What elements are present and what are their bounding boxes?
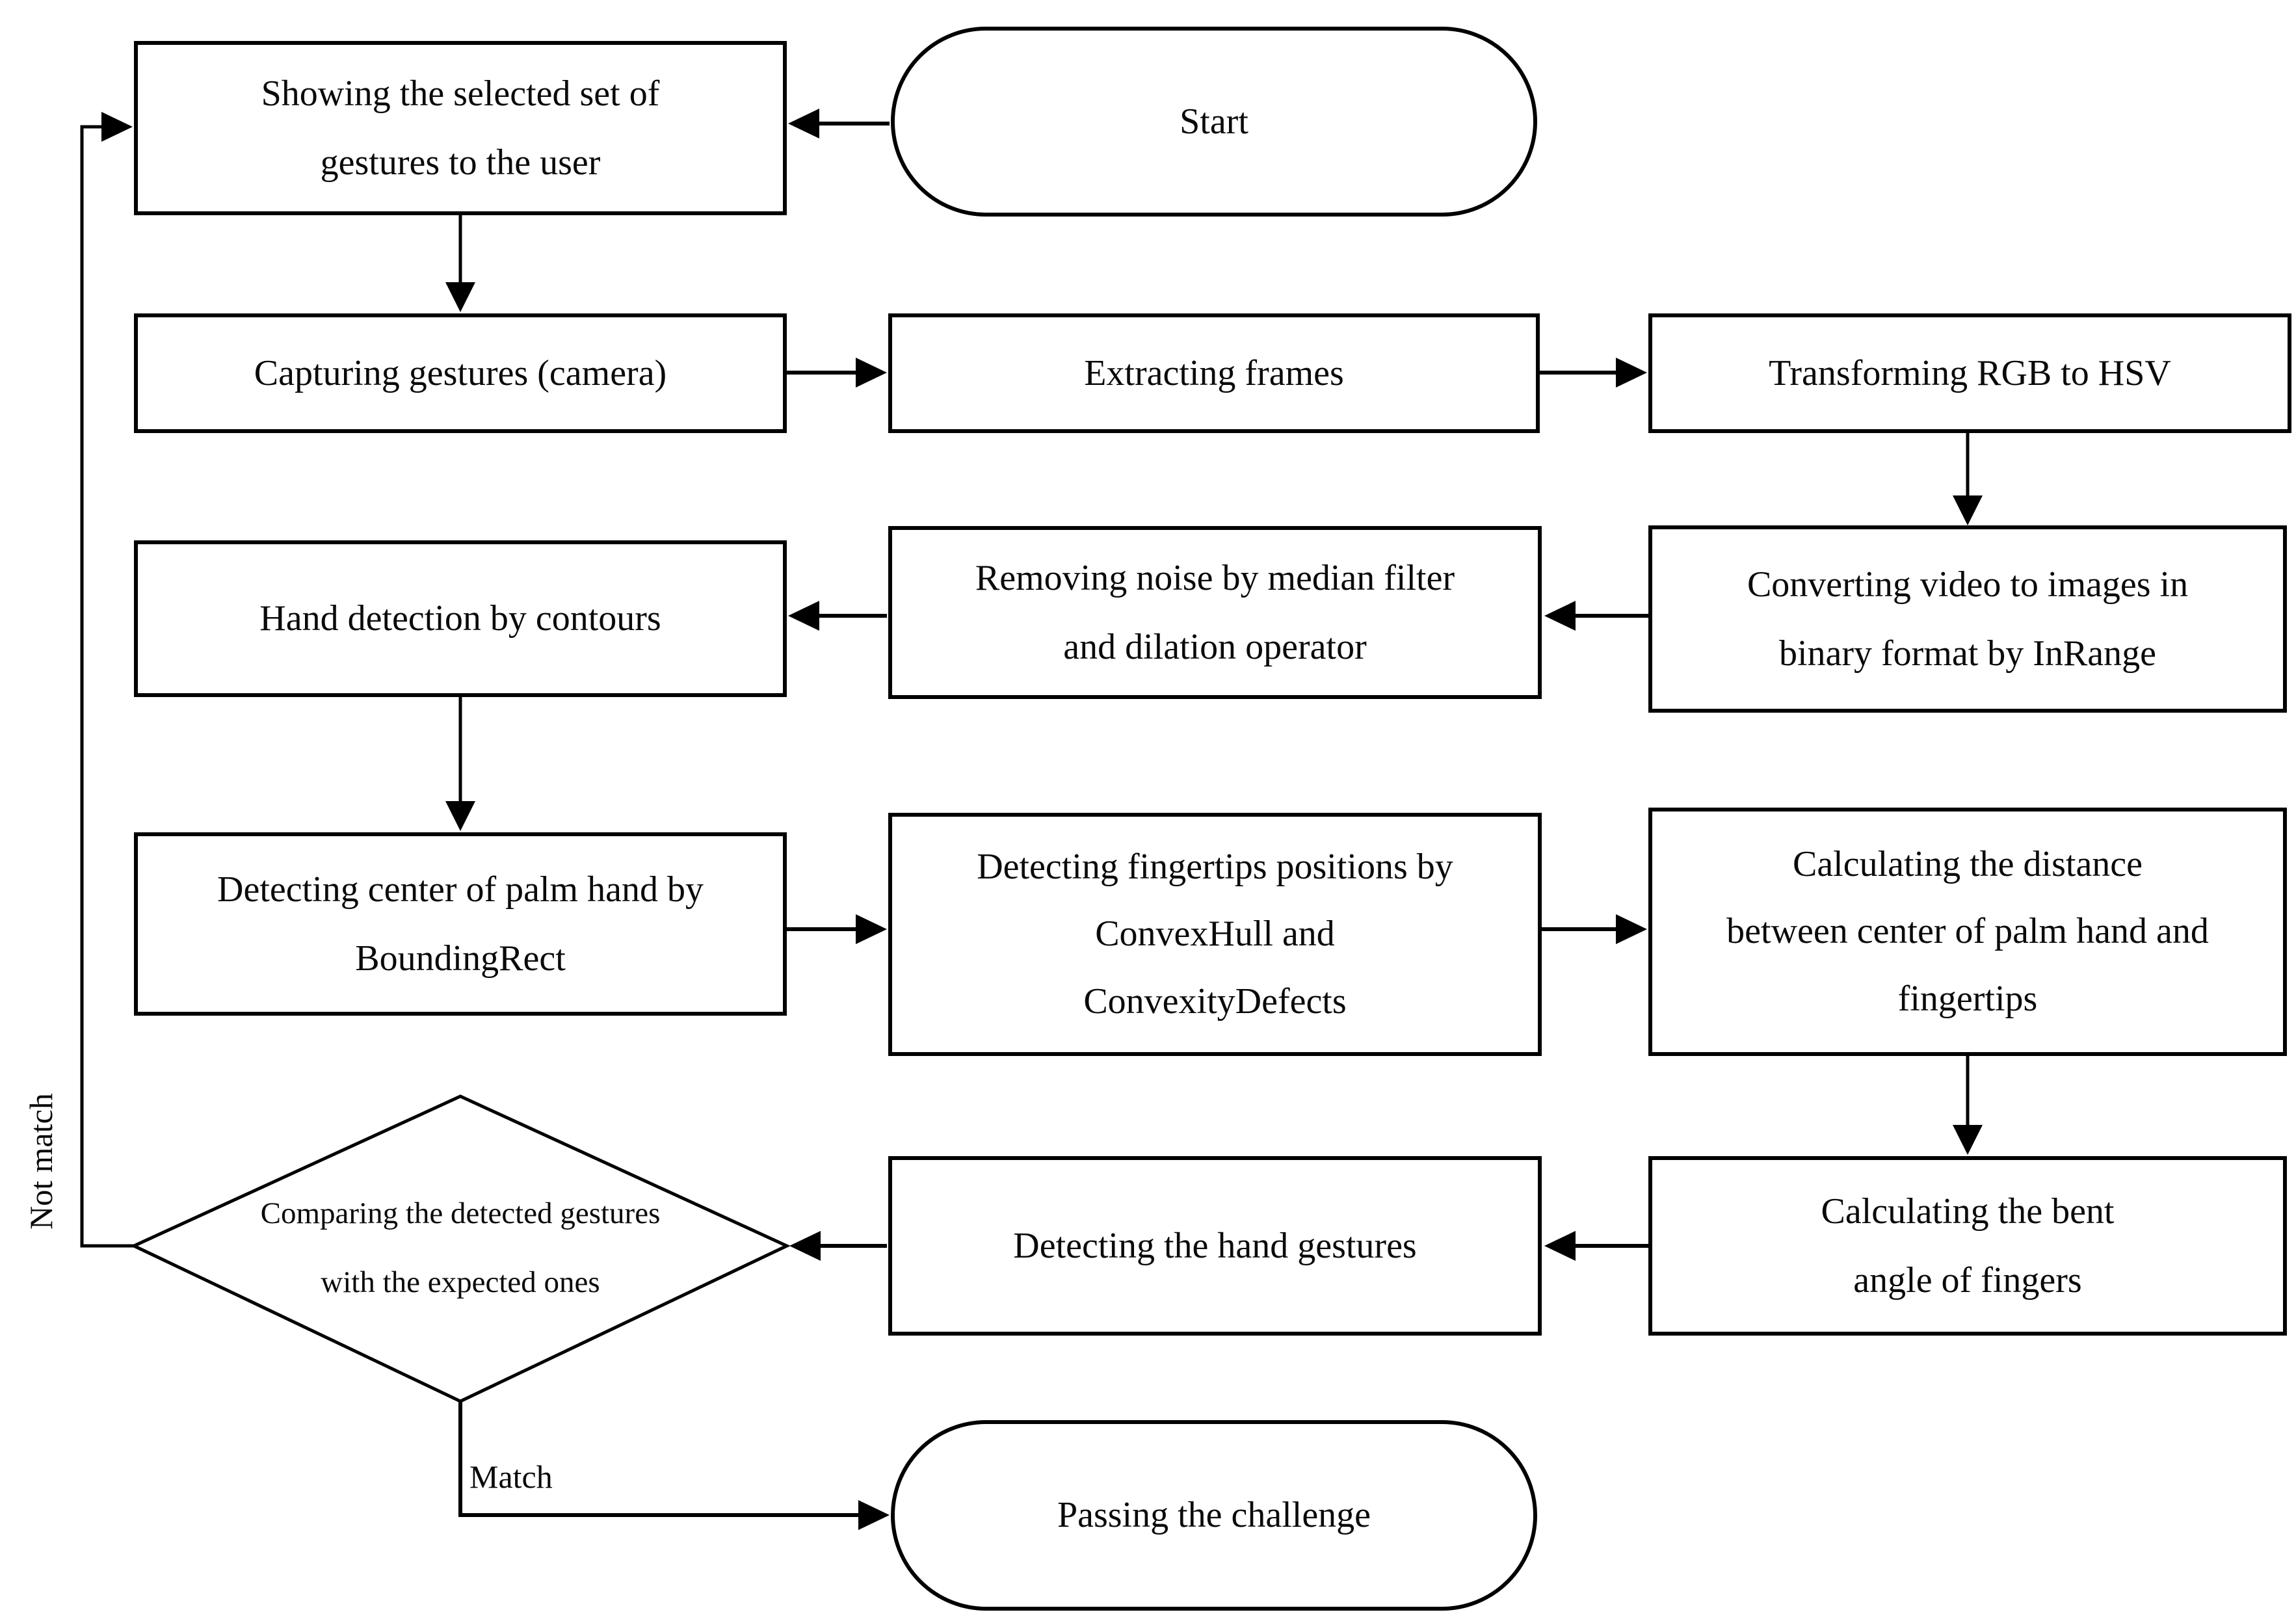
node-start: Start	[891, 27, 1537, 217]
node-extracting-frames-line1: Extracting frames	[1084, 352, 1344, 393]
arrow-showing-to-capturing-head	[445, 282, 475, 312]
node-detecting-gestures-line1: Detecting the hand gestures	[1013, 1225, 1417, 1266]
node-hand-detection-line1: Hand detection by contours	[259, 598, 661, 639]
node-showing-gestures-line1: Showing the selected set of	[261, 73, 660, 114]
node-distance-calc: Calculating the distance between center …	[1648, 808, 2287, 1056]
arrow-notmatch-feedback-head	[101, 112, 133, 142]
node-removing-noise-line2: and dilation operator	[1063, 627, 1367, 667]
arrow-bent-to-gestures-head	[1544, 1231, 1576, 1261]
arrow-match-to-passing-line	[458, 1401, 861, 1517]
node-palm-center-line2: BoundingRect	[355, 938, 566, 979]
node-capturing-gestures: Capturing gestures (camera)	[134, 313, 787, 433]
edge-label-not-match: Not match	[23, 1093, 59, 1230]
arrow-gestures-to-comparing-head	[789, 1231, 821, 1261]
arrow-extracting-to-transforming-head	[1616, 358, 1647, 388]
arrow-hand-to-palm-head	[445, 801, 475, 831]
node-bent-angle-line2: angle of fingers	[1853, 1260, 2082, 1300]
node-bent-angle: Calculating the bent angle of fingers	[1648, 1156, 2287, 1336]
node-detecting-gestures: Detecting the hand gestures	[888, 1156, 1542, 1336]
node-removing-noise-line1: Removing noise by median filter	[975, 557, 1455, 598]
arrow-notmatch-feedback-line	[80, 125, 134, 1248]
node-comparing-decision-line1: Comparing the detected gestures	[260, 1196, 661, 1231]
arrow-match-to-passing-head	[858, 1500, 890, 1530]
node-comparing-decision: Comparing the detected gestures with the…	[207, 1164, 714, 1333]
node-removing-noise: Removing noise by median filter and dila…	[888, 526, 1542, 699]
arrow-converting-to-removing-head	[1544, 601, 1576, 631]
node-bent-angle-line1: Calculating the bent	[1821, 1191, 2115, 1232]
node-passing-challenge: Passing the challenge	[891, 1420, 1537, 1611]
node-fingertips-positions-line2: ConvexHull and	[1095, 914, 1335, 955]
node-palm-center: Detecting center of palm hand by Boundin…	[134, 832, 787, 1016]
node-converting-video-line2: binary format by InRange	[1778, 633, 2157, 674]
node-fingertips-positions: Detecting fingertips positions by Convex…	[888, 813, 1542, 1056]
edge-label-match: Match	[469, 1458, 553, 1495]
node-distance-calc-line2: between center of palm hand and	[1726, 911, 2209, 952]
node-distance-calc-line1: Calculating the distance	[1792, 843, 2143, 884]
node-hand-detection: Hand detection by contours	[134, 540, 787, 697]
node-fingertips-positions-line3: ConvexityDefects	[1083, 981, 1347, 1022]
arrow-palm-to-fingertips-head	[856, 914, 887, 944]
node-transforming-rgb-hsv: Transforming RGB to HSV	[1648, 313, 2291, 433]
node-extracting-frames: Extracting frames	[888, 313, 1540, 433]
node-capturing-gestures-line1: Capturing gestures (camera)	[254, 352, 667, 393]
node-showing-gestures-line2: gestures to the user	[320, 142, 601, 183]
node-passing-challenge-label: Passing the challenge	[1057, 1495, 1371, 1536]
arrow-start-to-showing-head	[788, 109, 819, 139]
node-converting-video: Converting video to images in binary for…	[1648, 525, 2287, 713]
arrow-fingertips-to-distance-head	[1616, 914, 1647, 944]
node-start-label: Start	[1180, 101, 1248, 142]
node-fingertips-positions-line1: Detecting fingertips positions by	[977, 846, 1453, 887]
arrow-distance-to-bent-head	[1953, 1125, 1983, 1155]
node-converting-video-line1: Converting video to images in	[1747, 564, 2189, 605]
arrow-capturing-to-extracting-head	[856, 358, 887, 388]
arrow-removing-to-hand-head	[788, 601, 819, 631]
node-palm-center-line1: Detecting center of palm hand by	[217, 869, 704, 910]
node-distance-calc-line3: fingertips	[1897, 978, 2038, 1019]
node-showing-gestures: Showing the selected set of gestures to …	[134, 41, 787, 215]
node-transforming-rgb-hsv-line1: Transforming RGB to HSV	[1769, 352, 2171, 393]
arrow-transforming-to-converting-head	[1953, 495, 1983, 525]
node-comparing-decision-line2: with the expected ones	[321, 1265, 600, 1299]
